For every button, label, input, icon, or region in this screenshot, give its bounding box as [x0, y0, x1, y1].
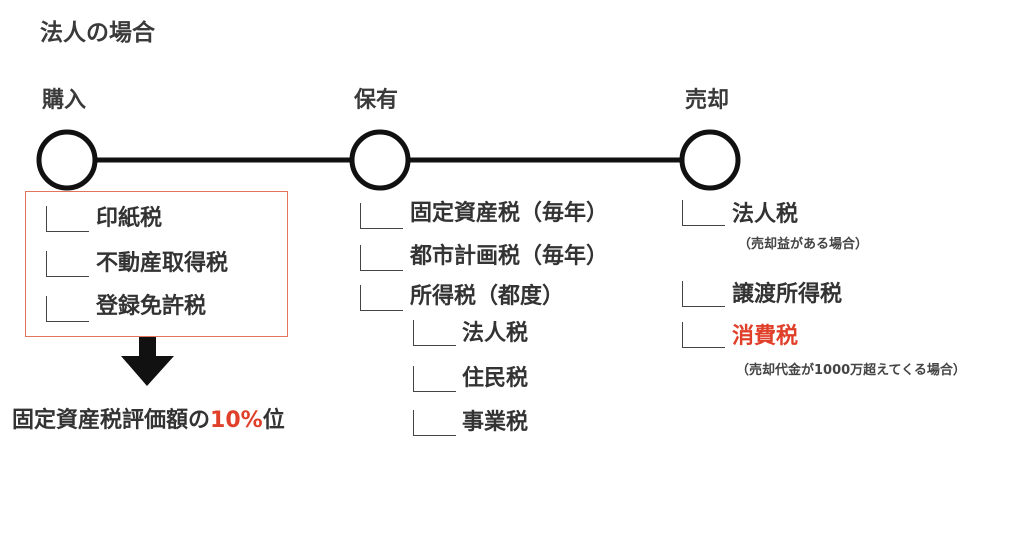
- bracket: [46, 206, 89, 232]
- holding-tax-item: 都市計画税（毎年）: [410, 244, 609, 269]
- purchase-tax-item: 登録免許税: [96, 294, 207, 319]
- sale-tax-consumption-note: （売却代金が1000万超えてくる場合）: [736, 363, 966, 378]
- sale-tax-transfer-income: 譲渡所得税: [732, 282, 843, 307]
- purchase-tax-item: 印紙税: [96, 206, 163, 231]
- stage-label-sale: 売却: [685, 88, 730, 113]
- purchase-tax-item: 不動産取得税: [96, 251, 229, 276]
- purchase-note: 固定資産税評価額の10%位: [12, 410, 285, 432]
- bracket: [46, 251, 89, 277]
- purchase-note-prefix: 固定資産税評価額の: [12, 408, 211, 433]
- bracket: [682, 322, 725, 348]
- holding-tax-item: 固定資産税（毎年）: [410, 201, 609, 226]
- purchase-note-highlight: 10%: [210, 408, 263, 433]
- timeline-node-purchase: [36, 129, 98, 191]
- down-arrow-icon: [121, 337, 174, 386]
- purchase-tax-box: [25, 191, 288, 337]
- income-subtax-item: 住民税: [462, 366, 529, 391]
- timeline-node-sale: [679, 129, 741, 191]
- bracket: [360, 203, 403, 229]
- sale-tax-corporate-note: （売却益がある場合）: [738, 237, 869, 252]
- bracket: [360, 245, 403, 271]
- bracket: [413, 410, 456, 436]
- stage-label-holding: 保有: [354, 88, 399, 113]
- stage-label-purchase: 購入: [42, 88, 87, 113]
- bracket: [46, 296, 89, 322]
- timeline-node-holding: [349, 129, 411, 191]
- sale-tax-corporate: 法人税: [732, 202, 799, 227]
- bracket: [682, 200, 725, 226]
- bracket: [413, 320, 456, 346]
- purchase-note-suffix: 位: [262, 408, 285, 433]
- page-title: 法人の場合: [40, 20, 155, 46]
- income-subtax-item: 事業税: [462, 410, 529, 435]
- sale-tax-consumption: 消費税: [732, 324, 799, 349]
- bracket: [413, 366, 456, 392]
- holding-tax-item: 所得税（都度）: [410, 284, 565, 309]
- bracket: [682, 281, 725, 307]
- income-subtax-item: 法人税: [462, 321, 529, 346]
- bracket: [360, 285, 403, 311]
